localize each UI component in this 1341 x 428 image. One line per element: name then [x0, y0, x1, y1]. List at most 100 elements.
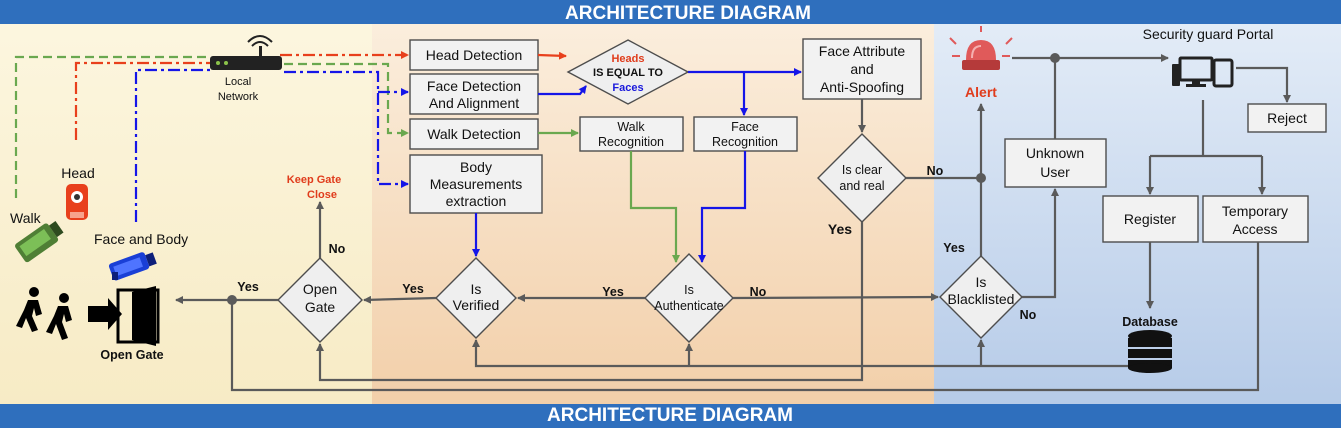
- temporary-access-box: Temporary Access: [1202, 195, 1309, 243]
- arrow-walk-recog-to-auth: [629, 151, 680, 263]
- is-clear-real-diamond: Is clear and real: [817, 133, 907, 223]
- face-recognition-label-2: Recognition: [712, 135, 778, 149]
- database-label: Database: [1122, 315, 1178, 329]
- is-authenticate-label-1: Is: [684, 283, 694, 297]
- open-gate-decision-label-1: Open: [303, 281, 337, 297]
- line-temp-access-loop: [230, 242, 1260, 392]
- open-gate-decision-label-2: Gate: [305, 299, 336, 315]
- walk-label: Walk: [10, 210, 42, 226]
- keep-gate-close-label-1: Keep Gate: [287, 174, 341, 186]
- zone-input: [0, 22, 372, 406]
- body-measurements-box: Body Measurements extraction: [409, 154, 543, 214]
- face-attribute-box: Face Attribute and Anti-Spoofing: [802, 38, 922, 100]
- devices-icon: [1172, 56, 1234, 88]
- banner-top-title: ARCHITECTURE DIAGRAM: [565, 3, 811, 24]
- blue-dashdot-face: [134, 68, 210, 222]
- walk-recognition-label-1: Walk: [617, 120, 645, 134]
- body-measurements-label-2: Measurements: [430, 176, 523, 192]
- yes-label-open-gate: Yes: [237, 280, 259, 294]
- no-label-blacklist: No: [1020, 308, 1037, 322]
- junction-dot-alert: [976, 173, 986, 183]
- arrow-clear-yes-to-open-gate: [316, 222, 864, 382]
- junction-dot-portal: [1050, 53, 1060, 63]
- open-gate-icon: [88, 286, 160, 346]
- green-to-walk-detection: [284, 62, 409, 137]
- face-recognition-box: Face Recognition: [693, 116, 798, 152]
- is-blacklisted-diamond: Is Blacklisted: [939, 255, 1023, 339]
- green-dashed-walk: [14, 55, 210, 198]
- arrow-head-to-equal: [537, 51, 567, 60]
- is-verified-diamond: Is Verified: [435, 257, 517, 339]
- arrow-auth-no-to-blacklist: [732, 293, 939, 302]
- junction-dot-gate: [227, 295, 237, 305]
- walk-recognition-label-2: Recognition: [598, 135, 664, 149]
- register-label: Register: [1124, 211, 1176, 227]
- local-network-label-2: Network: [218, 91, 259, 103]
- banner-bottom-title: ARCHITECTURE DIAGRAM: [547, 405, 793, 426]
- open-gate-label: Open Gate: [100, 348, 163, 362]
- face-attribute-label-2: and: [850, 61, 873, 77]
- unknown-user-label-2: User: [1040, 164, 1070, 180]
- head-label: Head: [61, 165, 94, 181]
- face-body-camera-icon: [108, 252, 157, 281]
- faces-label: Faces: [612, 82, 643, 94]
- face-detection-box: Face Detection And Alignment: [409, 73, 539, 115]
- unknown-user-label-1: Unknown: [1026, 145, 1084, 161]
- is-equal-to-label: IS EQUAL TO: [593, 67, 663, 79]
- database-icon: [1128, 330, 1172, 373]
- alert-label: Alert: [965, 84, 997, 100]
- arrow-db-to-verified: [472, 339, 1128, 368]
- is-clear-label-2: and real: [839, 179, 884, 193]
- arrow-blacklist-no-to-unknown: [1022, 188, 1059, 299]
- blue-to-body-measure: [284, 70, 409, 188]
- arrow-portal-to-reject: [1236, 66, 1291, 103]
- heads-label: Heads: [611, 53, 644, 65]
- body-measurements-label-1: Body: [460, 159, 492, 175]
- walk-detection-box: Walk Detection: [409, 118, 539, 150]
- heads-equal-faces-diamond: Heads IS EQUAL TO Faces: [566, 39, 690, 105]
- head-detection-label: Head Detection: [426, 47, 523, 63]
- yes-label-verified: Yes: [402, 282, 424, 296]
- banner-bottom: [0, 404, 1341, 428]
- walking-people-icon: [16, 287, 72, 340]
- face-recognition-label-1: Face: [731, 120, 759, 134]
- is-clear-label-1: Is clear: [842, 163, 882, 177]
- is-verified-label-2: Verified: [453, 297, 500, 313]
- body-measurements-label-3: extraction: [446, 193, 507, 209]
- open-gate-diamond: Open Gate: [277, 257, 363, 343]
- local-network-label-1: Local: [225, 76, 251, 88]
- keep-gate-close-label-2: Close: [307, 189, 337, 201]
- arrow-face-recog-to-auth: [698, 151, 747, 263]
- red-dashdot-head: [74, 61, 210, 140]
- is-verified-label-1: Is: [471, 281, 482, 297]
- register-box: Register: [1102, 195, 1199, 243]
- yes-label-clear: Yes: [828, 221, 852, 237]
- no-label-open-gate: No: [329, 242, 346, 256]
- temporary-access-label-1: Temporary: [1222, 203, 1288, 219]
- is-authenticate-label-2: Authenticate: [654, 299, 724, 313]
- is-blacklisted-label-2: Blacklisted: [948, 291, 1015, 307]
- no-label-clear: No: [927, 164, 944, 178]
- arrow-verified-to-open-gate: [363, 295, 437, 304]
- reject-box: Reject: [1247, 103, 1327, 133]
- walk-camera-icon: [15, 221, 64, 263]
- face-attribute-label-3: Anti-Spoofing: [820, 79, 904, 95]
- unknown-user-box: Unknown User: [1004, 138, 1107, 188]
- router-icon: [210, 35, 282, 70]
- head-camera-icon: [66, 184, 88, 220]
- portal-title: Security guard Portal: [1143, 26, 1274, 42]
- temporary-access-label-2: Access: [1232, 221, 1277, 237]
- is-authenticate-diamond: Is Authenticate: [644, 253, 734, 343]
- face-attribute-label-1: Face Attribute: [819, 43, 906, 59]
- walk-detection-label: Walk Detection: [427, 126, 521, 142]
- face-detection-label-1: Face Detection: [427, 78, 521, 94]
- alert-siren-icon: [949, 26, 1013, 70]
- is-blacklisted-label-1: Is: [976, 274, 987, 290]
- reject-label: Reject: [1267, 110, 1307, 126]
- yes-label-blacklist: Yes: [943, 241, 965, 255]
- banner-top: [0, 0, 1341, 24]
- face-body-label: Face and Body: [94, 231, 188, 247]
- arrow-face-to-equal: [538, 85, 587, 96]
